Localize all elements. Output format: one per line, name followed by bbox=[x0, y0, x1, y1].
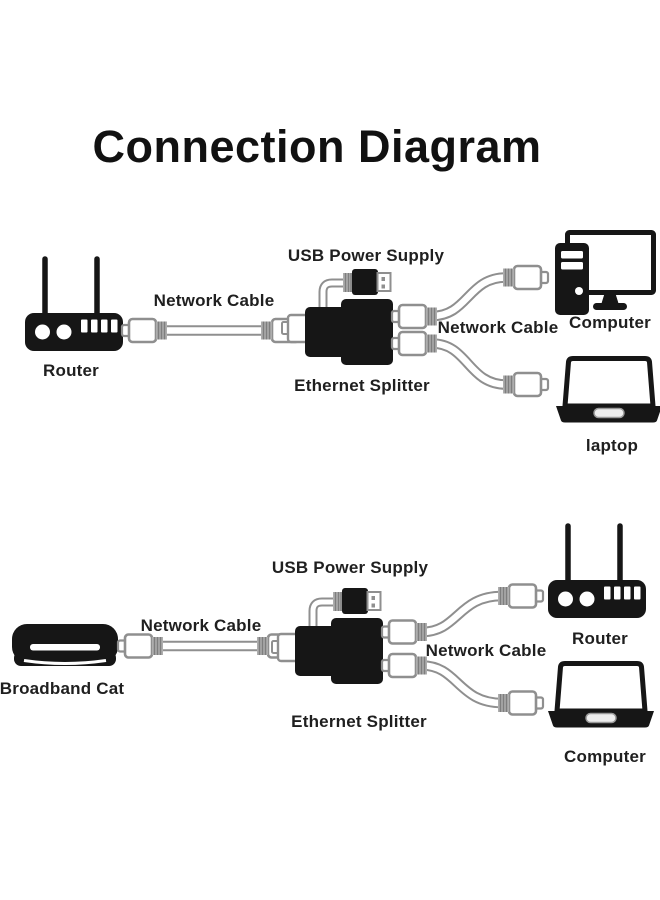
laptop-label: laptop bbox=[585, 436, 639, 455]
network-cable-label: Network Cable bbox=[425, 641, 547, 660]
laptop-icon bbox=[556, 359, 660, 423]
rj45-connector-icon bbox=[496, 583, 545, 609]
rj45-connector-icon bbox=[390, 303, 439, 330]
router-icon bbox=[548, 526, 646, 618]
rj45-connector-icon bbox=[380, 652, 429, 679]
broadband-cat-label: Broadband Cat bbox=[0, 679, 125, 698]
network-cable-label: Network Cable bbox=[140, 616, 262, 635]
rj45-connector-icon bbox=[380, 619, 429, 645]
usb-plug-icon bbox=[272, 588, 383, 684]
network-cable-label: Network Cable bbox=[153, 291, 275, 310]
rj45-connector-icon bbox=[501, 371, 550, 398]
diagram-router-setup: USB Power Supply Network Cable Router Et… bbox=[0, 215, 660, 465]
network-cable-upper-right-icon bbox=[380, 583, 545, 645]
router-icon bbox=[25, 259, 123, 351]
broadband-modem-icon bbox=[10, 622, 120, 668]
rj45-connector-icon bbox=[496, 690, 545, 716]
network-cable-label: Network Cable bbox=[437, 318, 559, 337]
bottom-diagram-art bbox=[10, 515, 660, 780]
top-diagram-art bbox=[0, 215, 660, 465]
router-label: Router bbox=[43, 361, 99, 380]
ethernet-splitter-icon bbox=[282, 269, 393, 365]
rj45-connector-icon bbox=[120, 317, 169, 344]
usb-plug-icon bbox=[282, 269, 393, 365]
laptop-icon bbox=[548, 664, 654, 728]
router-label: Router bbox=[572, 629, 628, 648]
ethernet-splitter-label: Ethernet Splitter bbox=[291, 712, 427, 731]
rj45-connector-icon bbox=[501, 264, 550, 291]
diagram-modem-setup: USB Power Supply Network Cable Broadband… bbox=[0, 515, 660, 780]
usb-power-supply-label: USB Power Supply bbox=[271, 558, 429, 577]
computer-label: Computer bbox=[564, 747, 646, 766]
rj45-connector-icon bbox=[116, 633, 165, 659]
network-cable-lower-right-icon bbox=[390, 330, 550, 398]
network-cable-left-icon bbox=[120, 317, 308, 344]
network-cable-left-icon bbox=[116, 633, 304, 659]
rj45-connector-icon bbox=[390, 330, 439, 357]
ethernet-splitter-icon bbox=[272, 588, 383, 684]
network-cable-upper-right-icon bbox=[390, 264, 550, 330]
desktop-computer-icon bbox=[555, 233, 654, 316]
ethernet-splitter-label: Ethernet Splitter bbox=[294, 376, 430, 395]
usb-power-supply-label: USB Power Supply bbox=[287, 246, 445, 265]
computer-label: Computer bbox=[569, 313, 651, 332]
network-cable-lower-right-icon bbox=[380, 652, 545, 716]
page-title: Connection Diagram bbox=[92, 121, 542, 172]
